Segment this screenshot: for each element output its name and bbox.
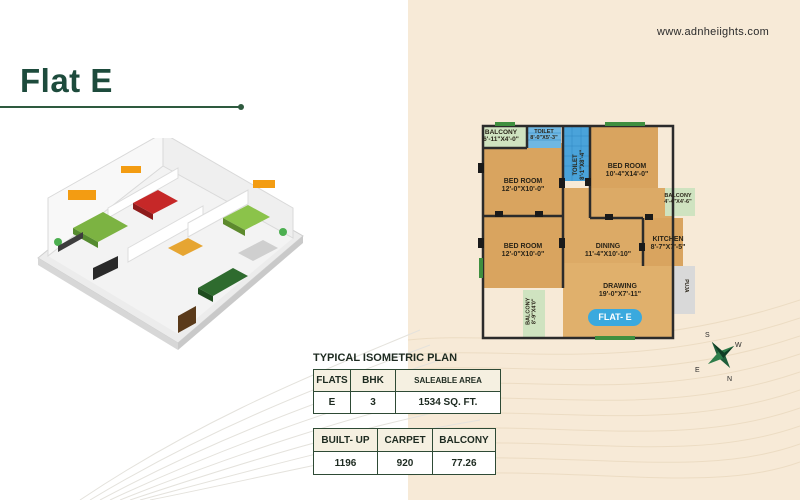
- room-dining: DINING 11'-4"X10'-10": [579, 243, 637, 259]
- room-size: 11'-4"X10'-10": [584, 251, 632, 259]
- room-puja: PUJA: [682, 271, 689, 301]
- room-size: 4'-4"X4'-6": [664, 199, 692, 206]
- room-name: BALCONY: [664, 193, 692, 199]
- room-name: KITCHEN: [652, 236, 684, 243]
- room-name: BED ROOM: [503, 178, 543, 185]
- room-size: 6'-11"X4'-0": [483, 136, 519, 144]
- room-size: 12'-0"X10'-0": [501, 251, 545, 259]
- room-name: TOILET: [534, 129, 554, 135]
- room-balcony-3: BALCONY 8'-9"X4'0": [526, 287, 539, 335]
- room-drawing: DRAWING 19'-0"X7'-11": [590, 283, 650, 299]
- flat-badge: FLAT- E: [588, 309, 642, 326]
- table-header-carpet: CARPET: [377, 428, 433, 452]
- room-bedroom-3: BED ROOM 12'-0"X10'-0": [493, 243, 553, 259]
- room-bedroom-2: BED ROOM 12'-0"X10'-0": [493, 178, 553, 194]
- room-toilet-1: TOILET 8'-0"X5'-3": [527, 129, 561, 142]
- room-name: BED ROOM: [607, 163, 647, 170]
- room-name: PUJA: [682, 279, 689, 293]
- table-cell-built-up: 1196: [313, 451, 378, 475]
- title-underline-dot: [238, 104, 244, 110]
- room-size: 8'-7"X7'-5": [650, 244, 686, 252]
- room-size: 8'-0"X5'-3": [530, 135, 558, 142]
- compass-n: N: [727, 376, 732, 383]
- room-size: 8'-1"X8'-4": [580, 149, 586, 180]
- room-bedroom-1: BED ROOM 10'-4"X14'-0": [597, 163, 657, 179]
- table-cell-bhk: 3: [350, 391, 396, 414]
- room-size: 19'-0"X7'-11": [598, 291, 642, 299]
- table-header-bhk: BHK: [350, 369, 396, 392]
- room-balcony-2: BALCONY 4'-4"X4'-6": [663, 193, 693, 206]
- table-cell-carpet: 920: [377, 451, 433, 475]
- compass-icon: S W E N: [695, 332, 742, 383]
- area-info-table: BUILT- UP CARPET BALCONY 1196 920 77.26: [313, 428, 496, 475]
- table-cell-saleable-area: 1534 SQ. FT.: [395, 391, 501, 414]
- website-url[interactable]: www.adnheiights.com: [657, 26, 770, 38]
- title-underline: [0, 106, 242, 108]
- room-name: BED ROOM: [503, 243, 543, 250]
- room-name: TOILET: [573, 154, 580, 176]
- room-size: 10'-4"X14'-0": [605, 171, 649, 179]
- compass-s: S: [705, 332, 710, 339]
- room-balcony-1: BALCONY 6'-11"X4'-0": [480, 129, 522, 144]
- table-cell-balcony: 77.26: [432, 451, 496, 475]
- room-name: BALCONY: [484, 129, 518, 136]
- table-header-built-up: BUILT- UP: [313, 428, 378, 452]
- room-name: DINING: [595, 243, 621, 250]
- table-header-saleable-area: SALEABLE AREA: [395, 369, 501, 392]
- compass-w: W: [735, 342, 742, 349]
- page-title: Flat E: [20, 62, 113, 99]
- room-toilet-2: TOILET 8'-1"X8'-4": [573, 140, 587, 190]
- floor-plan: [478, 122, 695, 340]
- table-header-flats: FLATS: [313, 369, 351, 392]
- room-size: 8'-9"X4'0": [532, 298, 538, 325]
- compass-e: E: [695, 367, 700, 374]
- room-size: 12'-0"X10'-0": [501, 186, 545, 194]
- room-name: DRAWING: [603, 283, 637, 290]
- isometric-plan-caption: TYPICAL ISOMETRIC PLAN: [313, 352, 458, 364]
- flat-info-table: FLATS BHK SALEABLE AREA E 3 1534 SQ. FT.: [313, 369, 501, 414]
- table-header-balcony: BALCONY: [432, 428, 496, 452]
- room-kitchen: KITCHEN 8'-7"X7'-5": [647, 236, 689, 252]
- isometric-plan-illustration: [37, 138, 304, 350]
- table-cell-flat: E: [313, 391, 351, 414]
